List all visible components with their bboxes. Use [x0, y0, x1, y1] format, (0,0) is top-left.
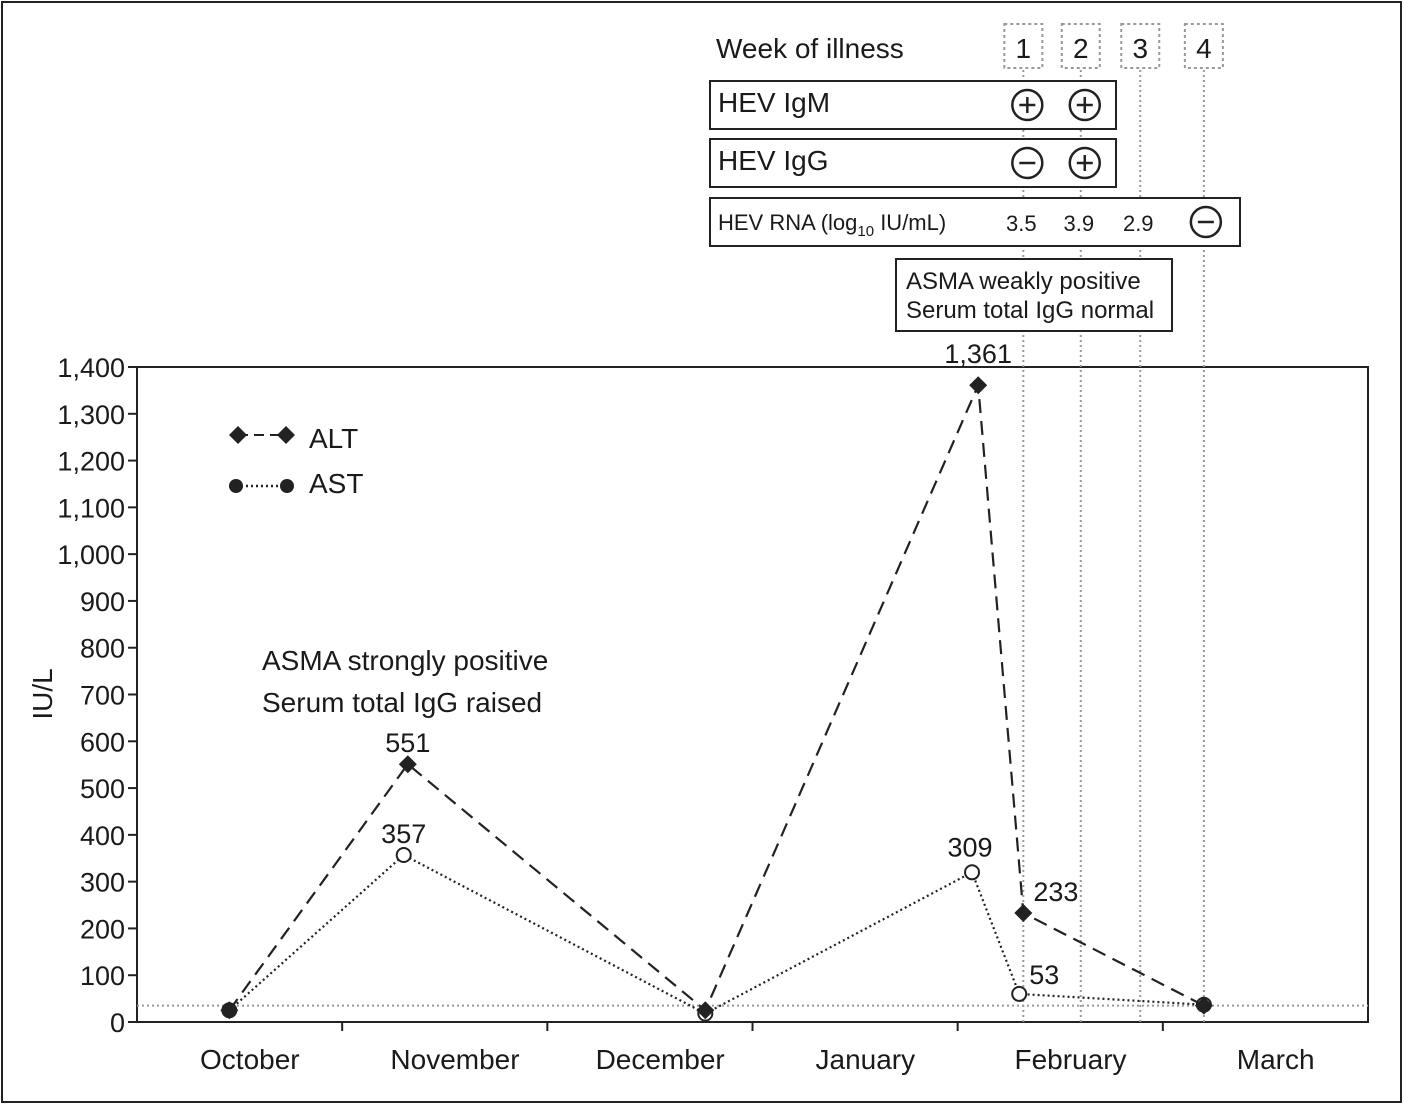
row-hev-igg-values	[1011, 146, 1102, 180]
annotation-weak-line-2: Serum total IgG normal	[906, 297, 1154, 324]
week-number-boxes: 1 2 3 4	[1003, 23, 1224, 69]
rna-value: 3.5	[1006, 211, 1037, 236]
point-alt	[398, 755, 417, 774]
y-axis-ticks: 0 100 200 300 400 500 600 700 800 900 1,000 1,100 1,…	[57, 353, 137, 1038]
y-tick-label: 600	[80, 727, 125, 757]
point-alt	[220, 1001, 239, 1020]
row-hev-rna: HEV RNA (log10 IU/mL) 3.5 3.9 2.9	[709, 197, 1241, 247]
week-number-box	[1060, 23, 1101, 69]
rna-label-subscript: 10	[857, 223, 874, 240]
row-hev-rna-values: 3.5 3.9 2.9	[1006, 205, 1223, 239]
rna-value: 2.9	[1123, 211, 1154, 236]
series-line-ast	[228, 853, 1204, 1015]
legend-label-alt: ALT	[309, 423, 358, 454]
data-label-alt: 233	[1033, 877, 1078, 907]
point-alt	[1014, 903, 1033, 922]
y-tick-label: 0	[110, 1008, 125, 1038]
rna-label-suffix: IU/mL)	[874, 210, 946, 235]
row-hev-rna-label: HEV RNA (log10 IU/mL)	[718, 210, 946, 240]
negative-icon	[1189, 205, 1223, 239]
week-number-box	[1120, 23, 1161, 69]
positive-icon	[1068, 88, 1102, 122]
week-number-label: 2	[1073, 33, 1089, 64]
week-marker-lines	[1022, 70, 1205, 1022]
legend-label-ast: AST	[309, 468, 363, 499]
week-of-illness-title: Week of illness	[716, 33, 904, 64]
week-number-label: 4	[1196, 33, 1212, 64]
row-hev-igm-label: HEV IgM	[718, 87, 830, 118]
x-tick-label: November	[390, 1044, 519, 1075]
row-hev-igg-box	[709, 138, 1117, 188]
week-number-label: 1	[1016, 33, 1032, 64]
row-hev-igm: HEV IgM	[709, 80, 1117, 130]
y-tick-label: 1,200	[57, 447, 125, 477]
legend-alt-marker-end	[277, 426, 295, 444]
week-number-box	[1003, 23, 1044, 69]
row-hev-igg: HEV IgG	[709, 138, 1117, 188]
point-ast	[395, 846, 412, 863]
x-axis-ticks: October November December January February Ma…	[200, 1022, 1315, 1075]
y-tick-label: 700	[80, 681, 125, 711]
legend-item-alt: ALT	[229, 423, 358, 454]
data-label-ast: 53	[1029, 960, 1059, 990]
y-tick-label: 800	[80, 634, 125, 664]
row-hev-igm-box	[709, 80, 1117, 130]
x-tick-label: March	[1237, 1044, 1315, 1075]
y-tick-label: 100	[80, 961, 125, 991]
negative-icon	[1011, 146, 1044, 180]
legend-alt-marker	[229, 426, 247, 444]
y-tick-label: 1,300	[57, 400, 125, 430]
series-line-alt	[228, 384, 1205, 1013]
x-tick-label: December	[596, 1044, 725, 1075]
y-tick-label: 1,400	[57, 353, 125, 383]
positive-icon	[1068, 146, 1102, 180]
x-tick-label: October	[200, 1044, 300, 1075]
annotation-asma-weak: ASMA weakly positive Serum total IgG nor…	[895, 258, 1173, 332]
rna-label-prefix: HEV RNA (log	[718, 210, 857, 235]
point-alt	[1194, 996, 1213, 1015]
row-hev-igm-values	[1011, 88, 1102, 122]
y-tick-label: 500	[80, 774, 125, 804]
y-tick-label: 900	[80, 587, 125, 617]
point-alt	[969, 376, 988, 395]
point-alt	[696, 1001, 715, 1020]
legend-ast-marker	[229, 479, 243, 493]
annotation-asma-strong: ASMA strongly positive Serum total IgG r…	[262, 645, 548, 718]
serology-panel: Week of illness 1 2 3 4 HEV IgM HEV IgG HEV…	[709, 23, 1241, 247]
legend-ast-marker-end	[280, 479, 294, 493]
rna-value: 3.9	[1063, 211, 1094, 236]
x-tick-label: February	[1014, 1044, 1126, 1075]
annotation-weak-box	[895, 258, 1173, 332]
legend-item-ast: AST	[229, 468, 363, 499]
y-tick-label: 300	[80, 868, 125, 898]
data-label-ast: 309	[947, 832, 992, 862]
week-number-box	[1183, 23, 1224, 69]
y-tick-label: 200	[80, 914, 125, 944]
data-label-alt: 551	[385, 728, 430, 758]
week-number-label: 3	[1132, 33, 1148, 64]
row-hev-igg-label: HEV IgG	[718, 145, 828, 176]
y-tick-label: 400	[80, 821, 125, 851]
legend: ALT AST	[229, 423, 363, 499]
annotation-strong-line-1: ASMA strongly positive	[262, 645, 548, 676]
positive-icon	[1011, 88, 1044, 122]
data-labels: 551 1,361 233 357 309 53	[381, 339, 1078, 990]
data-series	[220, 376, 1213, 1022]
data-label-alt: 1,361	[944, 339, 1012, 369]
row-hev-rna-box	[709, 197, 1241, 247]
data-label-ast: 357	[381, 819, 426, 849]
annotation-strong-line-2: Serum total IgG raised	[262, 687, 542, 718]
y-axis-label: IU/L	[27, 668, 58, 719]
point-ast	[964, 864, 981, 881]
x-tick-label: January	[816, 1044, 916, 1075]
y-tick-label: 1,000	[57, 540, 125, 570]
annotation-weak-line-1: ASMA weakly positive	[906, 268, 1141, 295]
y-tick-label: 1,100	[57, 493, 125, 523]
point-ast	[1011, 985, 1028, 1002]
